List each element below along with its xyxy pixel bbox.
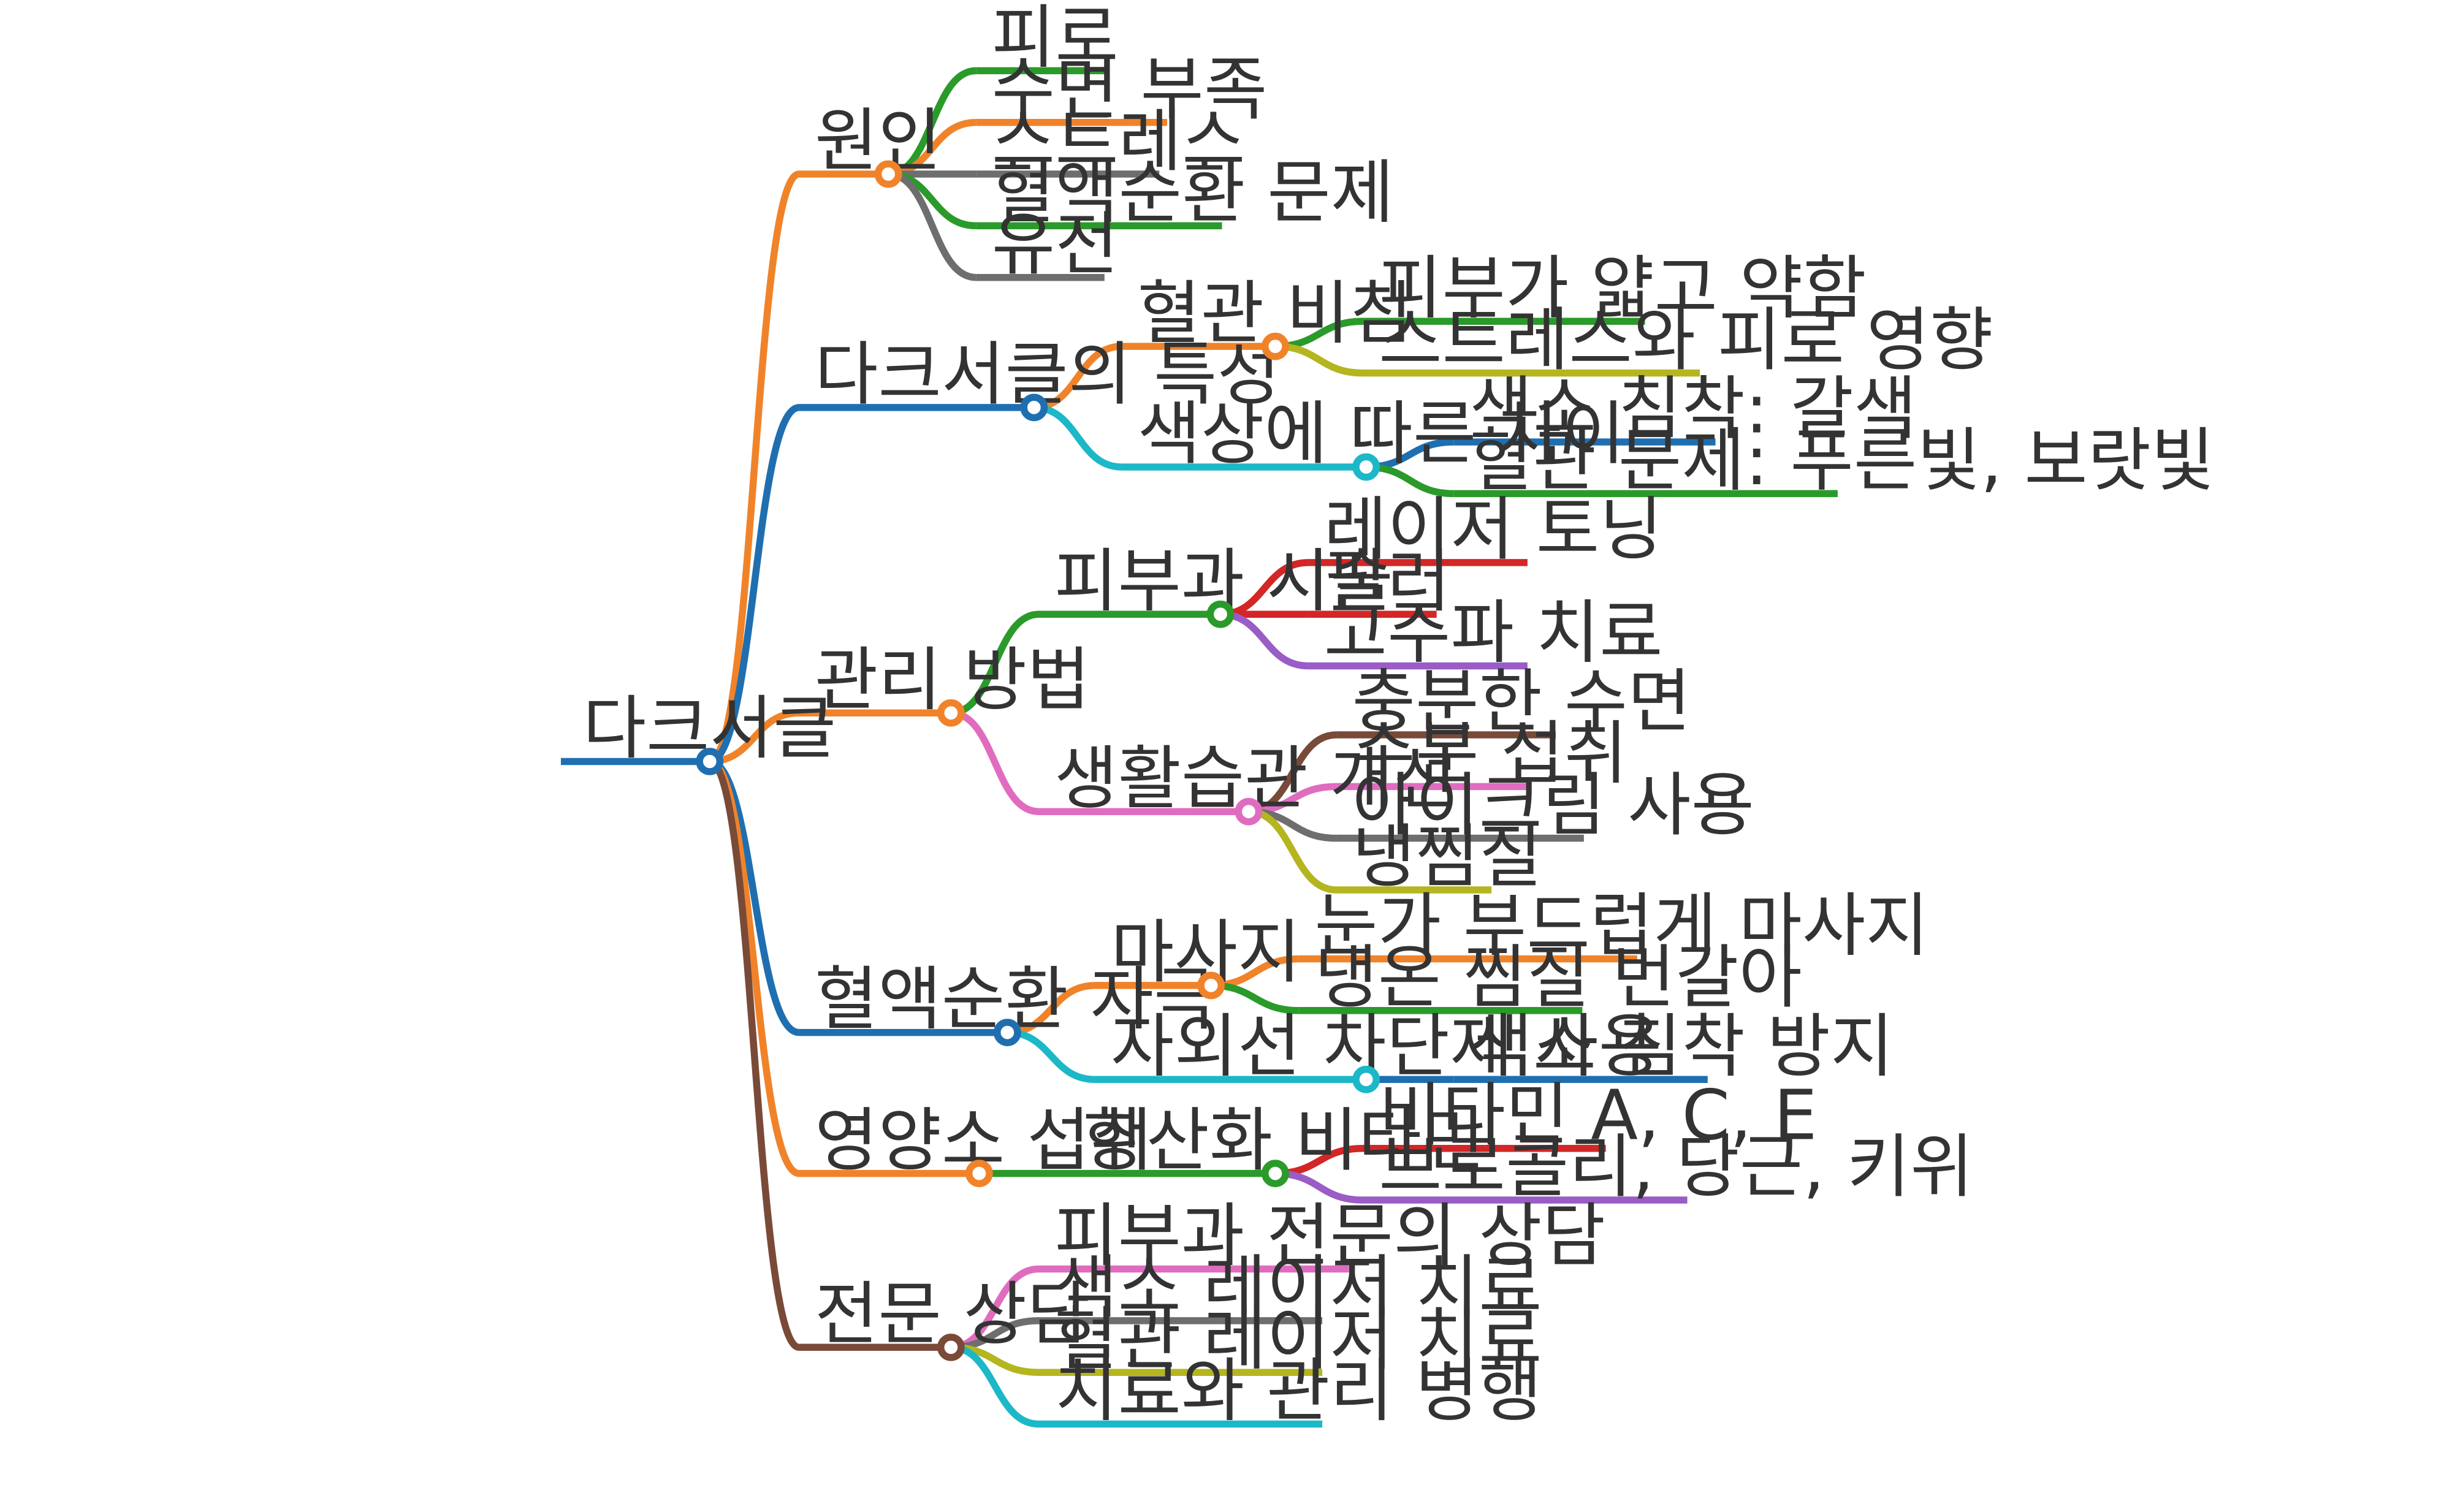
branch-edge-5 xyxy=(708,758,801,1351)
child-edge-1-1 xyxy=(1034,404,1122,471)
child-label-5-0: 피부과 전문의 상담 xyxy=(1054,1196,1605,1276)
branch-edge-1 xyxy=(709,404,800,765)
child-edge-2-1 xyxy=(950,709,1039,815)
leaf-label-3-0-1: 냉온 찜질 번갈아 xyxy=(1314,937,1802,1017)
branch-toggle-3[interactable] xyxy=(993,1019,1021,1046)
branch-toggle-2[interactable] xyxy=(937,699,965,727)
leaf-label-2-1-0: 충분한 수면 xyxy=(1352,662,1691,742)
leaf-edge-2-1-3 xyxy=(1248,808,1337,894)
child-edge-0-4 xyxy=(888,170,976,281)
child-label-3-1: 자외선 차단제 사용 xyxy=(1111,1006,1662,1087)
child-edge-5-3 xyxy=(950,1343,1039,1428)
branch-toggle-4[interactable] xyxy=(965,1160,993,1187)
leaf-label-1-1-1: 혈관 문제: 푸른빛, 보랏빛 xyxy=(1469,420,2214,501)
child-edge-3-1 xyxy=(1007,1028,1095,1084)
branch-toggle-1[interactable] xyxy=(1020,393,1048,422)
branch-toggle-0[interactable] xyxy=(874,160,902,188)
leaf-edge-1-0-1 xyxy=(1275,343,1363,377)
leaf-label-1-0-1: 스트레스와 피로 영향 xyxy=(1379,300,1993,380)
leaf-label-2-0-0: 레이저 토닝 xyxy=(1324,490,1663,570)
branch-edge-0 xyxy=(708,170,801,765)
leaf-label-2-1-1: 수분 섭취 xyxy=(1352,713,1628,794)
child-toggle-1-0[interactable] xyxy=(1262,332,1289,360)
mindmap-edges xyxy=(708,67,1454,1428)
child-toggle-3-0[interactable] xyxy=(1197,971,1225,1000)
leaf-label-4-0-1: 브로콜리, 당근, 키위 xyxy=(1379,1127,1974,1207)
leaf-label-3-0-0: 눈가 부드럽게 마사지 xyxy=(1314,886,1928,966)
child-label-5-3: 치료와 관리 병행 xyxy=(1054,1351,1542,1431)
leaf-label-4-0-0: 비타민 A, C, E xyxy=(1379,1075,1818,1155)
mindmap-underlines xyxy=(560,67,1838,1428)
child-toggle-3-1[interactable] xyxy=(1352,1065,1380,1093)
child-edge-1-0 xyxy=(1034,343,1122,411)
child-label-5-1: 색소 레이저 치료 xyxy=(1054,1248,1542,1328)
leaf-label-2-1-3: 냉찜질 xyxy=(1352,817,1542,897)
child-label-0-1: 수면 부족 xyxy=(992,49,1268,129)
leaf-edge-1-1-1 xyxy=(1366,463,1454,498)
branch-edge-2 xyxy=(709,709,799,765)
branch-label-1: 다크서클의 특성 xyxy=(815,335,1281,415)
child-toggle-4-0[interactable] xyxy=(1262,1160,1289,1187)
leaf-label-1-0-0: 피부가 얇고 약함 xyxy=(1379,248,1867,329)
leaf-edge-2-0-2 xyxy=(1220,610,1309,670)
branch-edge-4 xyxy=(709,758,801,1177)
leaf-edge-4-0-1 xyxy=(1275,1169,1363,1204)
root-toggle[interactable] xyxy=(696,748,724,775)
child-toggle-1-1[interactable] xyxy=(1352,453,1380,481)
branch-toggle-5[interactable] xyxy=(937,1333,965,1361)
leaf-label-2-0-1: 필러 xyxy=(1324,541,1451,621)
child-edge-2-0 xyxy=(950,610,1039,716)
child-toggle-2-0[interactable] xyxy=(1206,600,1235,628)
child-label-0-2: 스트레스 xyxy=(992,101,1246,181)
child-label-0-4: 유전 xyxy=(992,204,1119,284)
leaf-label-1-1-0: 색소 침착: 갈색 xyxy=(1469,369,1917,449)
leaf-label-2-0-2: 고주파 치료 xyxy=(1324,593,1663,673)
child-label-5-2: 혈관 레이저 치료 xyxy=(1054,1299,1542,1380)
child-toggle-2-1[interactable] xyxy=(1235,797,1263,826)
leaf-edge-3-0-1 xyxy=(1211,982,1299,1014)
leaf-label-3-1-0: 색소 침착 방지 xyxy=(1469,1006,1894,1087)
child-label-0-3: 혈액순환 문제 xyxy=(992,153,1394,233)
child-label-0-0: 피로 xyxy=(992,0,1119,78)
child-label-1-1: 색상에 따른 차이 xyxy=(1137,394,1625,474)
mindmap-nodes xyxy=(696,160,1380,1361)
child-edge-3-0 xyxy=(1007,982,1095,1036)
leaf-label-2-1-2: 아이크림 사용 xyxy=(1352,765,1754,845)
